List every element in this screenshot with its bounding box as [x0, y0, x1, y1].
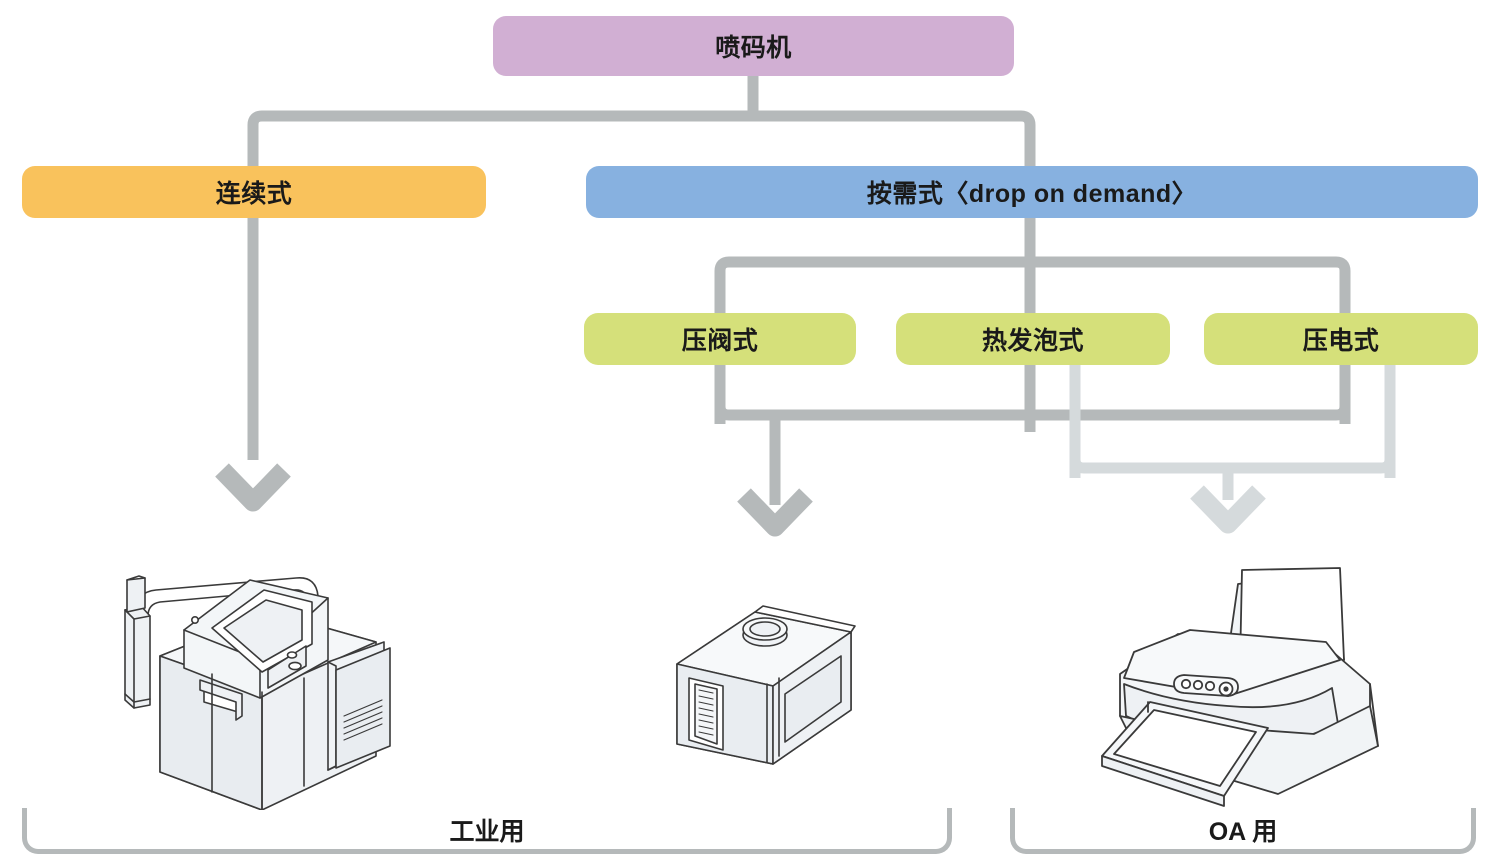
node-continuous[interactable]: 连续式	[22, 166, 486, 218]
node-drop-on-demand-label: 按需式〈drop on demand〉	[866, 180, 1198, 208]
node-piezoelectric-label: 压电式	[1302, 327, 1380, 355]
illustration-valve-jet-printhead	[676, 605, 856, 765]
arrowhead-industrial-cij	[215, 463, 291, 512]
illustration-continuous-inkjet-printer	[124, 575, 391, 810]
bracket-industrial	[22, 808, 952, 854]
arrowhead-oa	[1190, 485, 1266, 534]
node-root[interactable]: 喷码机	[493, 16, 1014, 76]
node-valve-jet[interactable]: 压阀式	[584, 313, 856, 365]
node-thermal-bubble[interactable]: 热发泡式	[896, 313, 1170, 365]
arrowhead-industrial-valve	[737, 488, 813, 537]
node-continuous-label: 连续式	[215, 180, 293, 208]
node-drop-on-demand[interactable]: 按需式〈drop on demand〉	[586, 166, 1478, 218]
bracket-oa	[1010, 808, 1476, 854]
illustration-desktop-oa-inkjet-printer	[1101, 567, 1379, 807]
bracket-oa-label: OA 用	[1194, 812, 1292, 848]
node-thermal-bubble-label: 热发泡式	[981, 327, 1084, 355]
node-valve-jet-label: 压阀式	[681, 327, 759, 355]
bracket-industrial-label: 工业用	[435, 812, 539, 848]
wire-merge-industrial	[714, 405, 1351, 421]
node-root-label: 喷码机	[715, 34, 792, 62]
wire-merge-oa	[1069, 458, 1396, 474]
node-piezoelectric[interactable]: 压电式	[1204, 313, 1478, 365]
